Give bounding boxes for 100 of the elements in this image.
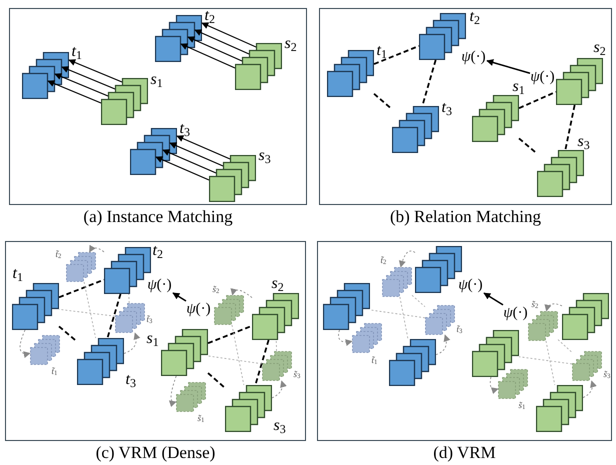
- arrow: [483, 292, 504, 306]
- stack-label: s$_{1}$: [512, 78, 525, 94]
- stack-label: t$_{2}$: [152, 242, 163, 258]
- frame-stack: [234, 42, 282, 90]
- stack-label: s$_{2}$: [594, 40, 606, 56]
- arrow: [194, 29, 250, 54]
- curved-arrow: [231, 288, 252, 298]
- stack-label: t$_{2}$: [204, 8, 215, 24]
- frame-stack: [536, 384, 582, 432]
- dotted-line: [232, 324, 244, 386]
- arrow: [176, 135, 230, 160]
- arrow: [155, 156, 210, 180]
- dotted-line: [518, 356, 572, 364]
- function-label: ψ(·): [502, 304, 528, 322]
- stack-label: t̃$_{3}$: [146, 314, 152, 324]
- stack-label: t$_{3}$: [442, 100, 452, 116]
- frame-stack: [536, 150, 584, 196]
- dashed-line: [373, 93, 393, 110]
- curved-arrow: [436, 334, 450, 356]
- curved-arrow: [490, 376, 499, 394]
- faded-frame-stack: [30, 334, 60, 364]
- dotted-line: [558, 339, 572, 353]
- dashed-line: [254, 340, 270, 386]
- arrow: [47, 80, 102, 104]
- dotted-line: [208, 356, 262, 364]
- curved-arrow: [20, 330, 31, 358]
- stack-label: s$_{1}$: [150, 72, 163, 88]
- dotted-line: [58, 308, 116, 317]
- faded-frame-stack: [176, 382, 206, 412]
- stack-label: t̃$_{2}$: [56, 250, 62, 258]
- function-label: ψ(·): [530, 68, 556, 86]
- dashed-line: [518, 91, 556, 109]
- dotted-line: [84, 282, 96, 338]
- stack-label: t$_{1}$: [376, 42, 387, 58]
- arrow: [201, 22, 256, 48]
- panel-caption: (c) VRM (Dense): [96, 443, 216, 463]
- panel-caption: (a) Instance Matching: [83, 207, 233, 227]
- stack-label: t̃$_{1}$: [52, 366, 58, 376]
- stack-label: t$_{3}$: [180, 120, 190, 136]
- function-label: ψ(·): [186, 300, 212, 318]
- frame-stack: [12, 282, 58, 330]
- stack-label: s̃$_{1}$: [518, 400, 526, 410]
- stack-label: s$_{3}$: [578, 134, 590, 150]
- frame-stack: [100, 78, 148, 124]
- arrow: [172, 292, 186, 302]
- function-label: ψ(·): [458, 276, 484, 294]
- dashed-line: [207, 372, 226, 389]
- frame-stack: [472, 330, 518, 376]
- faded-frame-stack: [572, 350, 602, 380]
- panel-frame: [9, 8, 307, 205]
- frame-stack: [76, 338, 124, 384]
- frame-stack: [388, 338, 436, 386]
- dashed-line: [374, 45, 420, 65]
- frame-stack: [252, 292, 298, 340]
- stack-label: s$_{3}$: [258, 148, 271, 164]
- faded-frame-stack: [214, 294, 244, 324]
- arrow: [68, 59, 122, 82]
- dotted-line: [276, 340, 277, 352]
- dashed-line: [106, 294, 122, 338]
- arrow: [180, 43, 236, 68]
- curved-arrow: [89, 244, 104, 253]
- dashed-line: [58, 326, 78, 342]
- stack-label: s$_{2}$: [284, 36, 297, 52]
- frame-stack: [392, 106, 438, 152]
- stack-label: s$_{3}$: [274, 418, 286, 434]
- dotted-line: [400, 296, 408, 340]
- stack-label: s$_{2}$: [272, 276, 284, 292]
- stack-label: s̃$_{2}$: [212, 284, 220, 294]
- faded-frame-stack: [66, 252, 96, 282]
- faded-frame-stack: [382, 266, 412, 296]
- stack-label: t̃$_{1}$: [372, 356, 378, 364]
- dashed-line: [421, 60, 437, 106]
- curved-arrow: [544, 303, 562, 312]
- panel-frame: [319, 8, 612, 205]
- stack-label: t$_{1}$: [12, 266, 23, 282]
- faded-frame-stack: [352, 322, 382, 352]
- panel-caption: (d) VRM: [433, 443, 496, 463]
- arrow: [54, 73, 108, 96]
- stack-label: t$_{2}$: [470, 8, 480, 24]
- arrow: [486, 59, 530, 74]
- panel-frame: [5, 241, 306, 441]
- dotted-line: [546, 340, 556, 386]
- curved-arrow: [582, 380, 597, 398]
- arrow: [61, 66, 116, 90]
- frame-stack: [130, 128, 176, 174]
- stack-label: s̃$_{3}$: [604, 370, 610, 378]
- function-label: ψ(·): [146, 276, 172, 294]
- stack-label: t̃$_{3}$: [456, 324, 462, 334]
- stack-label: t̃$_{2}$: [380, 256, 386, 264]
- dotted-line: [128, 294, 130, 304]
- frame-stack: [22, 52, 68, 98]
- curved-arrow: [124, 332, 140, 354]
- frame-stack: [160, 328, 208, 376]
- curved-arrow: [272, 380, 287, 398]
- arrow: [169, 142, 224, 166]
- function-label: ψ(·): [460, 48, 486, 66]
- stack-label: t$_{1}$: [72, 44, 82, 60]
- stack-label: s$_{1}$: [146, 330, 159, 346]
- frame-stack: [562, 292, 608, 340]
- frame-stack: [322, 282, 370, 330]
